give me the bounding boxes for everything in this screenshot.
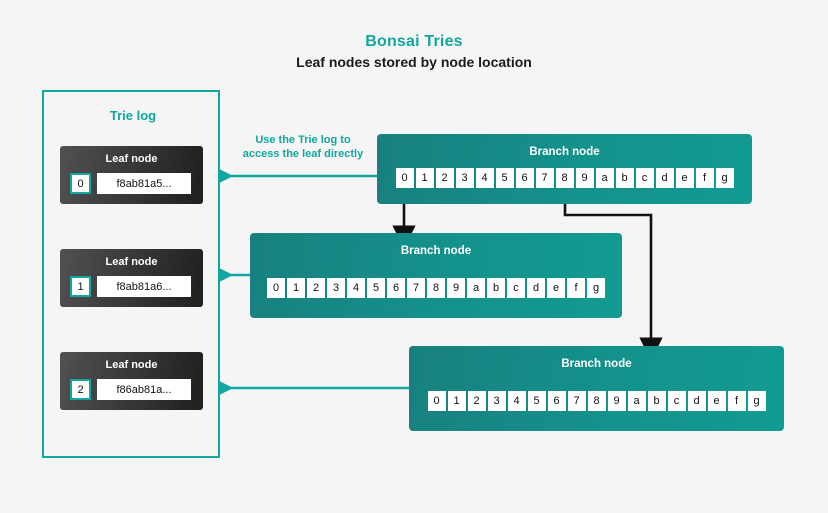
- branch-cell-7[interactable]: 7: [535, 168, 554, 188]
- branch-cell-4[interactable]: 4: [347, 278, 365, 298]
- leaf-node-1[interactable]: Leaf node 1 f8ab81a6...: [60, 249, 203, 307]
- leaf-index-box[interactable]: 1: [70, 276, 91, 297]
- branch-cell-2[interactable]: 2: [435, 168, 454, 188]
- branch-cell-0[interactable]: 0: [267, 278, 285, 298]
- branch-cell-c[interactable]: c: [507, 278, 525, 298]
- branch-cell-8[interactable]: 8: [555, 168, 574, 188]
- leaf-index-box[interactable]: 2: [70, 379, 91, 400]
- leaf-node-label: Leaf node: [105, 256, 158, 268]
- branch-cell-f[interactable]: f: [695, 168, 714, 188]
- branch-cell-6[interactable]: 6: [515, 168, 534, 188]
- branch-cell-9[interactable]: 9: [447, 278, 465, 298]
- branch-node-label: Branch node: [400, 245, 472, 257]
- branch-cell-4[interactable]: 4: [507, 391, 526, 411]
- branch-cell-d[interactable]: d: [687, 391, 706, 411]
- branch-cell-9[interactable]: 9: [575, 168, 594, 188]
- leaf-node-2[interactable]: Leaf node 2 f86ab81a...: [60, 352, 203, 410]
- leaf-index-box[interactable]: 0: [70, 173, 91, 194]
- leaf-node-row: 2 f86ab81a...: [70, 379, 191, 400]
- annotation-line-1: Use the Trie log to: [255, 134, 351, 146]
- branch-cell-3[interactable]: 3: [327, 278, 345, 298]
- branch-cell-g[interactable]: g: [747, 391, 766, 411]
- branch-cell-b[interactable]: b: [647, 391, 666, 411]
- branch-cell-0[interactable]: 0: [427, 391, 446, 411]
- leaf-node-label: Leaf node: [105, 359, 158, 371]
- branch-cell-2[interactable]: 2: [467, 391, 486, 411]
- branch-cell-e[interactable]: e: [675, 168, 694, 188]
- leaf-hash-box[interactable]: f8ab81a6...: [97, 276, 191, 297]
- branch-cell-b[interactable]: b: [615, 168, 634, 188]
- trie-log-title: Trie log: [109, 108, 157, 123]
- branch-node-label: Branch node: [561, 358, 632, 370]
- branch-cell-a[interactable]: a: [595, 168, 614, 188]
- branch-cell-f[interactable]: f: [567, 278, 585, 298]
- leaf-node-row: 0 f8ab81a5...: [70, 173, 191, 194]
- page-title: Bonsai Tries: [365, 33, 463, 50]
- branch-node-label: Branch node: [529, 146, 600, 158]
- branch-cell-c[interactable]: c: [667, 391, 686, 411]
- trie-log-annotation: Use the Trie log to access the leaf dire…: [228, 133, 378, 161]
- branch-cell-f[interactable]: f: [727, 391, 746, 411]
- branch-cell-g[interactable]: g: [715, 168, 734, 188]
- branch-cell-9[interactable]: 9: [607, 391, 626, 411]
- leaf-node-0[interactable]: Leaf node 0 f8ab81a5...: [60, 146, 203, 204]
- branch-cell-b[interactable]: b: [487, 278, 505, 298]
- branch-cell-1[interactable]: 1: [415, 168, 434, 188]
- leaf-hash-box[interactable]: f86ab81a...: [97, 379, 191, 400]
- branch-cell-6[interactable]: 6: [547, 391, 566, 411]
- branch-cell-3[interactable]: 3: [487, 391, 506, 411]
- branch-cell-d[interactable]: d: [655, 168, 674, 188]
- branch-cell-d[interactable]: d: [527, 278, 545, 298]
- branch-cell-1[interactable]: 1: [447, 391, 466, 411]
- leaf-node-row: 1 f8ab81a6...: [70, 276, 191, 297]
- branch-cell-5[interactable]: 5: [527, 391, 546, 411]
- branch-cell-3[interactable]: 3: [455, 168, 474, 188]
- branch-cell-a[interactable]: a: [627, 391, 646, 411]
- branch-cell-5[interactable]: 5: [495, 168, 514, 188]
- branch-cell-2[interactable]: 2: [307, 278, 325, 298]
- branch-cell-1[interactable]: 1: [287, 278, 305, 298]
- annotation-line-2: access the leaf directly: [242, 148, 364, 160]
- page-subtitle: Leaf nodes stored by node location: [296, 54, 532, 70]
- branch-cell-4[interactable]: 4: [475, 168, 494, 188]
- branch-cell-0[interactable]: 0: [395, 168, 414, 188]
- branch-cell-7[interactable]: 7: [567, 391, 586, 411]
- branch-cell-e[interactable]: e: [547, 278, 565, 298]
- branch-cell-a[interactable]: a: [467, 278, 485, 298]
- branch-cell-5[interactable]: 5: [367, 278, 385, 298]
- leaf-hash-box[interactable]: f8ab81a5...: [97, 173, 191, 194]
- branch-cell-g[interactable]: g: [587, 278, 605, 298]
- branch-cell-8[interactable]: 8: [587, 391, 606, 411]
- branch-cell-8[interactable]: 8: [427, 278, 445, 298]
- branch-cell-6[interactable]: 6: [387, 278, 405, 298]
- branch-cell-e[interactable]: e: [707, 391, 726, 411]
- branch-cell-c[interactable]: c: [635, 168, 654, 188]
- branch-cell-7[interactable]: 7: [407, 278, 425, 298]
- leaf-node-label: Leaf node: [105, 153, 158, 165]
